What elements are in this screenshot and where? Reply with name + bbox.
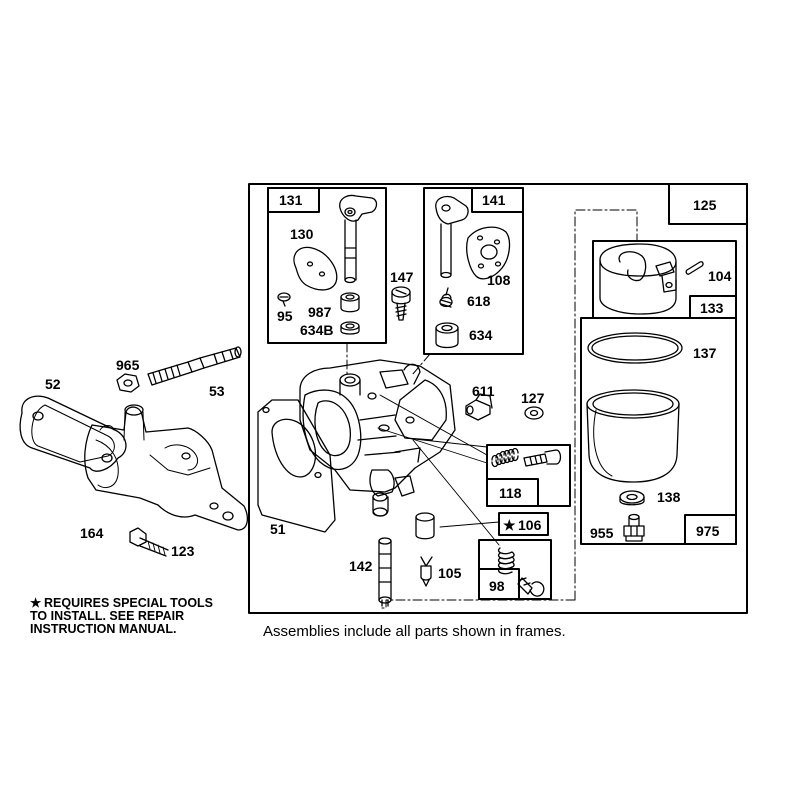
label-53: 53 bbox=[209, 383, 225, 399]
pin-104 bbox=[685, 261, 704, 275]
float-133 bbox=[599, 243, 677, 315]
float-bowl-975 bbox=[586, 389, 680, 483]
screw-95 bbox=[277, 292, 291, 307]
label-618: 618 bbox=[467, 293, 491, 309]
screw-147 bbox=[391, 286, 411, 321]
frame-125 bbox=[668, 183, 748, 225]
washer-138 bbox=[619, 490, 645, 506]
label-987: 987 bbox=[308, 304, 332, 320]
frame-975 bbox=[580, 317, 737, 545]
label-634: 634 bbox=[469, 327, 493, 343]
label-125: 125 bbox=[693, 197, 717, 213]
needle-105 bbox=[420, 556, 433, 587]
spring-618 bbox=[439, 287, 453, 308]
label-130: 130 bbox=[290, 226, 314, 242]
label-106: 106 bbox=[518, 517, 542, 533]
label-147: 147 bbox=[390, 269, 414, 285]
label-106-star: ★ bbox=[503, 517, 516, 533]
gasket-51 bbox=[257, 399, 336, 533]
label-108: 108 bbox=[487, 272, 511, 288]
seat-106 bbox=[415, 512, 435, 540]
fitting-53 bbox=[147, 346, 242, 386]
label-123: 123 bbox=[171, 543, 195, 559]
label-105: 105 bbox=[438, 565, 462, 581]
washer-127 bbox=[524, 406, 544, 420]
screw-123 bbox=[129, 527, 169, 557]
label-118: 118 bbox=[499, 485, 522, 501]
star-icon: ★ bbox=[30, 596, 42, 610]
label-138: 138 bbox=[657, 489, 681, 505]
label-955: 955 bbox=[590, 525, 614, 541]
label-137: 137 bbox=[693, 345, 717, 361]
label-131: 131 bbox=[279, 192, 303, 208]
seal-634 bbox=[435, 322, 459, 349]
gasket-ring-137 bbox=[587, 332, 683, 364]
assemblies-caption: Assemblies include all parts shown in fr… bbox=[263, 623, 566, 640]
frame-106 bbox=[498, 512, 549, 536]
label-965: 965 bbox=[116, 357, 140, 373]
main-frame bbox=[248, 183, 748, 614]
choke-shaft-141 bbox=[435, 195, 469, 279]
frame-131 bbox=[267, 187, 387, 344]
label-127: 127 bbox=[521, 390, 545, 406]
label-51: 51 bbox=[270, 521, 286, 537]
throttle-plate-130 bbox=[293, 246, 338, 291]
label-133: 133 bbox=[700, 300, 724, 316]
label-141: 141 bbox=[482, 192, 506, 208]
seal-987 bbox=[340, 292, 360, 313]
carburetor-body bbox=[299, 359, 456, 517]
bowl-nut-955 bbox=[623, 513, 645, 542]
label-164: 164 bbox=[80, 525, 104, 541]
label-52: 52 bbox=[45, 376, 61, 392]
fitting-611 bbox=[465, 393, 493, 421]
jet-142 bbox=[378, 537, 392, 607]
gasket-52 bbox=[19, 395, 127, 472]
label-95: 95 bbox=[277, 308, 293, 324]
label-98: 98 bbox=[489, 578, 505, 594]
throttle-shaft-131 bbox=[339, 194, 378, 284]
nut-965 bbox=[116, 373, 140, 393]
label-611: 611 bbox=[472, 383, 495, 399]
intake-elbow-164 bbox=[84, 404, 249, 531]
label-975: 975 bbox=[696, 523, 720, 539]
note-line-3: INSTRUCTION MANUAL. bbox=[30, 622, 177, 636]
label-104: 104 bbox=[708, 268, 732, 284]
choke-plate-108 bbox=[466, 226, 511, 280]
mixture-screw-98 bbox=[497, 547, 545, 597]
label-634b: 634B bbox=[300, 322, 333, 338]
note-line-1: REQUIRES SPECIAL TOOLS bbox=[44, 596, 214, 610]
idle-screw-118 bbox=[491, 447, 562, 468]
label-142: 142 bbox=[349, 558, 373, 574]
washer-634b bbox=[340, 321, 360, 335]
special-tools-note: ★REQUIRES SPECIAL TOOLS TO INSTALL. SEE … bbox=[30, 597, 213, 636]
note-line-2: TO INSTALL. SEE REPAIR bbox=[30, 609, 185, 623]
